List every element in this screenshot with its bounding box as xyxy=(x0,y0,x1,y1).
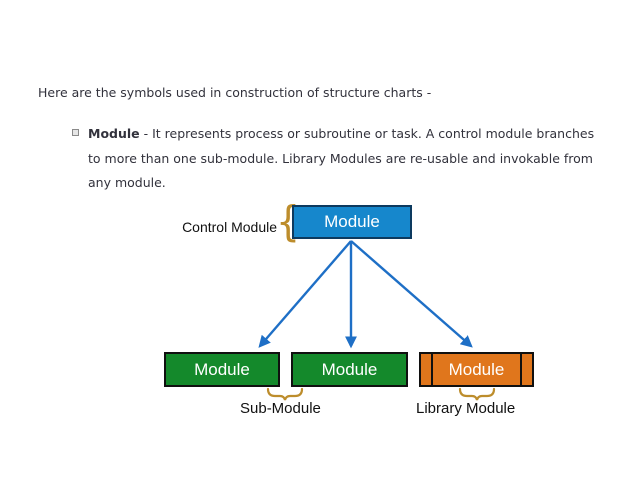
control-module-label: Control Module xyxy=(182,219,277,235)
sub-module-underbrace xyxy=(266,387,304,401)
control-module-box: Module xyxy=(292,205,412,239)
arrow-to-left-sub-module xyxy=(258,240,352,348)
library-module-caption: Library Module xyxy=(416,400,516,417)
sub-module-box-2: Module xyxy=(291,352,408,387)
sub-module-caption: Sub-Module xyxy=(240,400,321,417)
bullet-item: Module - It represents process or subrou… xyxy=(88,122,604,196)
library-box-label: Module xyxy=(448,359,505,379)
bullet-description: - It represents process or subroutine or… xyxy=(88,126,595,190)
library-box-left-line xyxy=(431,354,433,385)
bullet-square-icon xyxy=(72,129,79,136)
library-box-right-line xyxy=(520,354,522,385)
library-module-underbrace xyxy=(458,387,496,401)
library-module-box: Module xyxy=(419,352,534,387)
arrow-to-library-module xyxy=(350,240,473,348)
bullet-term: Module xyxy=(88,126,140,141)
sub-module-box-1: Module xyxy=(164,352,280,387)
page-heading: Here are the symbols used in constructio… xyxy=(38,85,432,100)
